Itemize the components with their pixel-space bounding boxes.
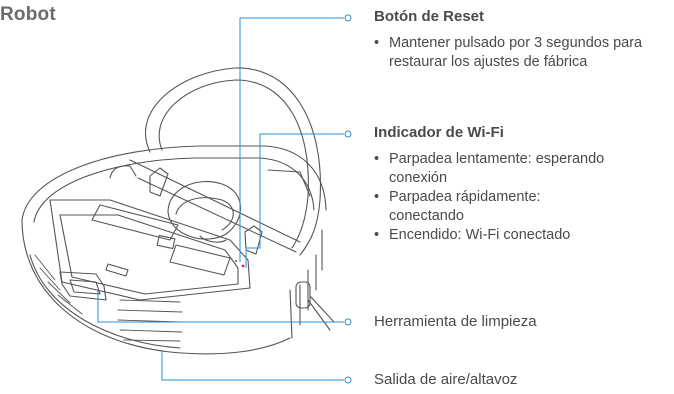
leader-lines (97, 14, 352, 384)
cleaning-tool-shape (59, 271, 107, 301)
wifi-bullets: •Parpadea lentamente: esperando conexión… (374, 150, 614, 245)
robot-right-side (289, 229, 323, 339)
dustbin-inner (59, 214, 239, 295)
laser-sensor-dome (167, 180, 242, 240)
filter-panel (91, 204, 179, 241)
list-item: •Parpadea rápidamente: conectando (374, 189, 541, 224)
list-item: •Encendido: Wi-Fi conectado (374, 227, 571, 243)
robot-body-top-edge (21, 145, 327, 221)
lid-hinge (129, 159, 301, 253)
leader-cleaning-tool (97, 290, 344, 323)
filter-panel-2 (169, 244, 231, 276)
hinge-clip-right (244, 225, 263, 255)
carry-handle (109, 165, 137, 179)
robot-top-rim (33, 157, 315, 223)
dustbin-area (49, 199, 251, 301)
page-title: Robot (0, 4, 56, 25)
reset-bullets: •Mantener pulsado por 3 segundos para re… (374, 34, 664, 72)
robot-illustration (21, 67, 335, 355)
robot-lid-inner (158, 79, 309, 249)
list-item: •Mantener pulsado por 3 segundos para re… (374, 35, 643, 70)
wifi-led (241, 264, 245, 268)
list-item: •Parpadea lentamente: esperando conexión (374, 151, 605, 186)
robot-lid-open (144, 67, 322, 256)
leader-air-outlet (161, 350, 344, 381)
reset-led (235, 260, 237, 262)
air-outlet-grille (34, 254, 183, 342)
robot-body-side (21, 219, 291, 355)
air-outlet-label: Salida de aire/altavoz (374, 371, 518, 388)
robot-body-bottom (29, 254, 181, 349)
cleaning-tool-label: Herramienta de limpieza (374, 313, 537, 330)
reset-button-title: Botón de Reset (374, 8, 485, 25)
side-brush (307, 295, 335, 331)
wifi-indicator-title: Indicador de Wi-Fi (374, 124, 504, 141)
leader-wifi (245, 133, 344, 268)
filter-center (156, 234, 176, 250)
side-sensor (295, 281, 311, 309)
hinge-clip-left (149, 167, 169, 197)
leader-reset (239, 17, 344, 262)
